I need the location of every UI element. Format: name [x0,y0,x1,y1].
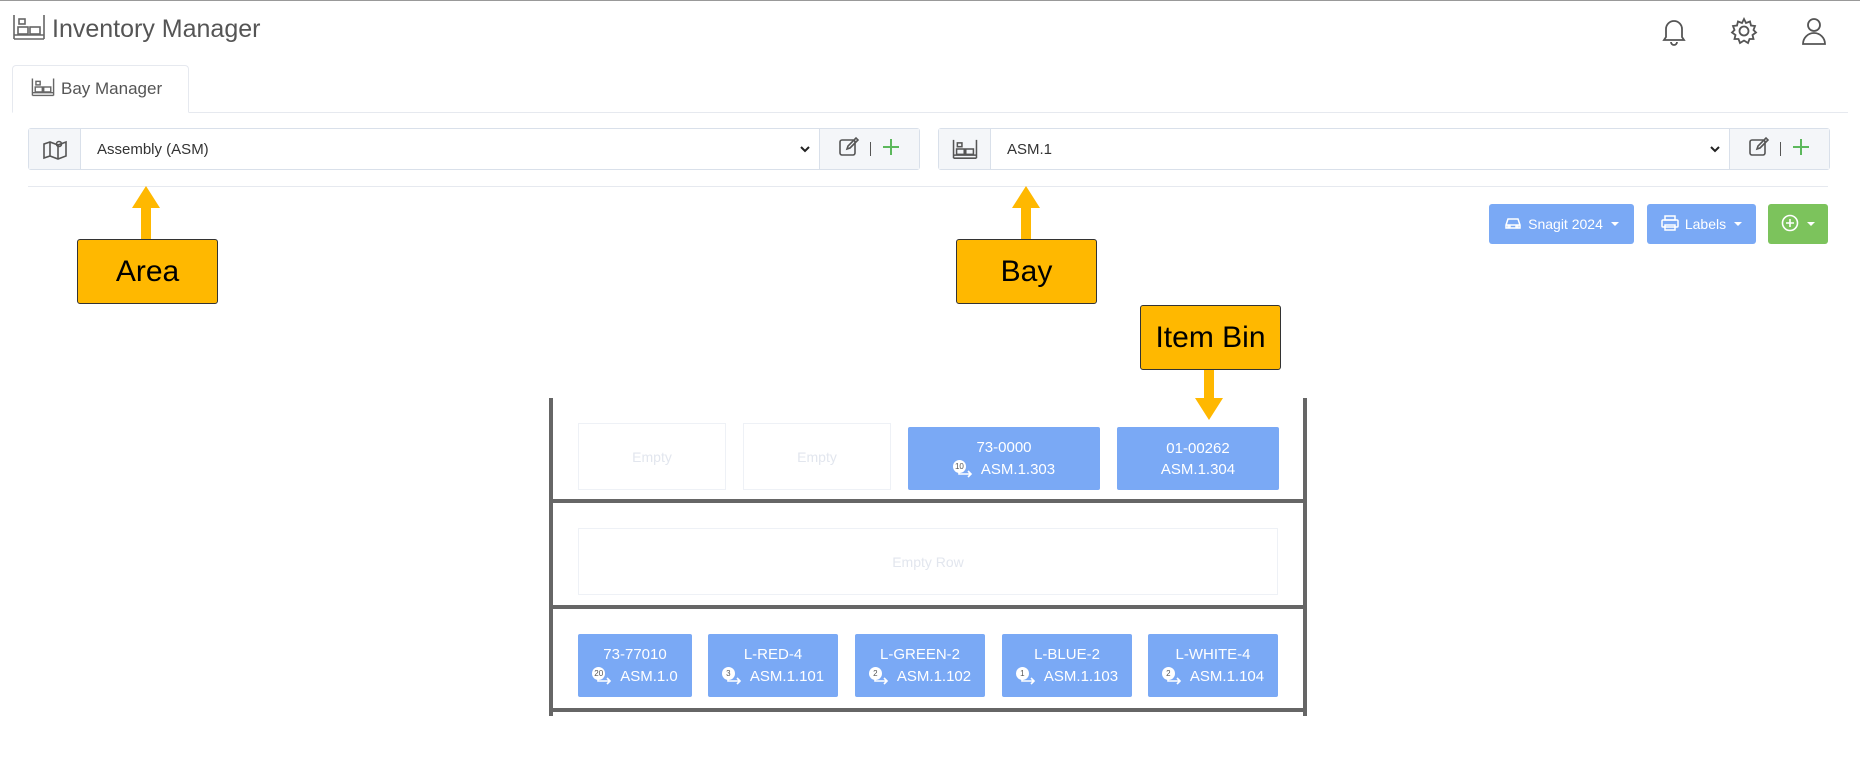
caret-down-icon [1610,222,1619,226]
bin-count-badge: 10 [952,460,966,473]
area-callout-label: Area [115,254,180,288]
bin-count-badge: 3 [721,667,735,680]
user-icon[interactable] [1798,15,1830,47]
bin-location: ASM.1.102 [896,667,972,685]
rack-icon [12,13,46,46]
bin-part-number: 01-00262 [1166,439,1230,457]
top-bar: Inventory Manager [0,0,1860,60]
car-icon [1504,216,1522,233]
transfer-count-icon: 2 [868,667,893,685]
rack-post-right [1303,398,1307,716]
rack-post-left [549,398,553,716]
section-divider [28,186,1828,187]
plus-circle-icon [1781,214,1799,235]
bin-part-number: L-GREEN-2 [879,646,961,663]
chevron-down-icon [1709,141,1721,158]
bin-location: ASM.1.0 [620,667,678,685]
bin-location: ASM.1.303 [980,460,1056,478]
rack-shelf [549,708,1307,712]
bin-count-badge: 1 [1015,667,1029,680]
area-select-value: Assembly (ASM) [97,140,209,158]
tab-label: Bay Manager [61,79,163,98]
bin-location: ASM.1.104 [1189,667,1265,685]
caret-down-icon [1807,222,1815,226]
rack-icon [31,77,55,102]
labels-button-label: Labels [1684,216,1727,232]
item-bin[interactable]: 01-00262 ASM.1.304 [1117,427,1279,490]
bin-location: ASM.1.101 [749,667,825,685]
callout-arrow-down [1194,370,1224,425]
area-select[interactable]: Assembly (ASM) [81,129,819,169]
bin-part-number: 73-0000 [976,439,1032,456]
edit-icon[interactable] [838,136,860,163]
labels-button[interactable]: Labels [1647,204,1756,244]
transfer-count-icon: 2 [1161,667,1186,685]
bin-part-number: 73-77010 [603,646,667,663]
caret-down-icon [1734,222,1743,226]
transfer-count-icon: 1 [1015,667,1040,685]
item-bin-callout: Item Bin [1140,305,1281,370]
printer-icon [1661,214,1679,234]
area-callout: Area [77,239,218,304]
area-selector: Assembly (ASM) [28,128,920,170]
bay-callout: Bay [956,239,1097,304]
bin-location: ASM.1.103 [1043,667,1119,685]
tool-separator [870,142,871,156]
empty-bin-label: Empty [632,448,672,465]
bay-select[interactable]: ASM.1 [991,129,1729,169]
transfer-count-icon: 20 [592,667,616,685]
add-icon[interactable] [881,137,901,162]
gear-icon[interactable] [1728,15,1760,47]
empty-row-label: Empty Row [892,553,964,570]
item-bin[interactable]: L-GREEN-2 2 ASM.1.102 [855,634,985,697]
add-menu-button[interactable] [1768,204,1828,244]
bay-callout-label: Bay [1000,254,1053,288]
callout-arrow-up [1011,186,1041,245]
snagit-button[interactable]: Snagit 2024 [1489,204,1634,244]
item-bin[interactable]: L-WHITE-4 2 ASM.1.104 [1148,634,1278,697]
rack-icon [939,129,991,169]
app-title: Inventory Manager [12,13,260,46]
edit-icon[interactable] [1748,136,1770,163]
callout-arrow-up [131,186,161,245]
empty-row[interactable]: Empty Row [578,528,1278,595]
empty-bin-label: Empty [797,448,837,465]
app-title-text: Inventory Manager [52,15,261,43]
bay-selector: ASM.1 [938,128,1830,170]
bin-part-number: L-WHITE-4 [1175,646,1251,663]
bin-part-number: L-RED-4 [743,646,803,663]
transfer-count-icon: 10 [952,460,977,478]
item-bin-callout-label: Item Bin [1155,320,1266,354]
item-bin[interactable]: L-BLUE-2 1 ASM.1.103 [1002,634,1132,697]
rack-shelf [549,605,1307,609]
empty-bin[interactable]: Empty [743,423,891,490]
tab-bay-manager[interactable]: Bay Manager [12,65,189,113]
chevron-down-icon [799,141,811,158]
snagit-button-label: Snagit 2024 [1528,216,1603,232]
empty-bin[interactable]: Empty [578,423,726,490]
item-bin[interactable]: L-RED-4 3 ASM.1.101 [708,634,838,697]
bell-icon[interactable] [1658,15,1690,47]
transfer-count-icon: 3 [721,667,746,685]
bin-count-badge: 2 [868,667,882,680]
rack-shelf [549,499,1307,503]
bin-part-number: L-BLUE-2 [1034,646,1100,663]
bin-count-badge: 2 [1161,667,1175,680]
tab-bar: Bay Manager [12,65,1848,113]
item-bin[interactable]: 73-77010 20 ASM.1.0 [578,634,692,697]
bin-location: ASM.1.304 [1160,460,1236,478]
bin-count-badge: 20 [592,667,606,680]
add-icon[interactable] [1791,137,1811,162]
item-bin[interactable]: 73-0000 10 ASM.1.303 [908,427,1100,490]
tool-separator [1780,142,1781,156]
map-icon [29,129,81,169]
bay-select-value: ASM.1 [1007,140,1053,158]
